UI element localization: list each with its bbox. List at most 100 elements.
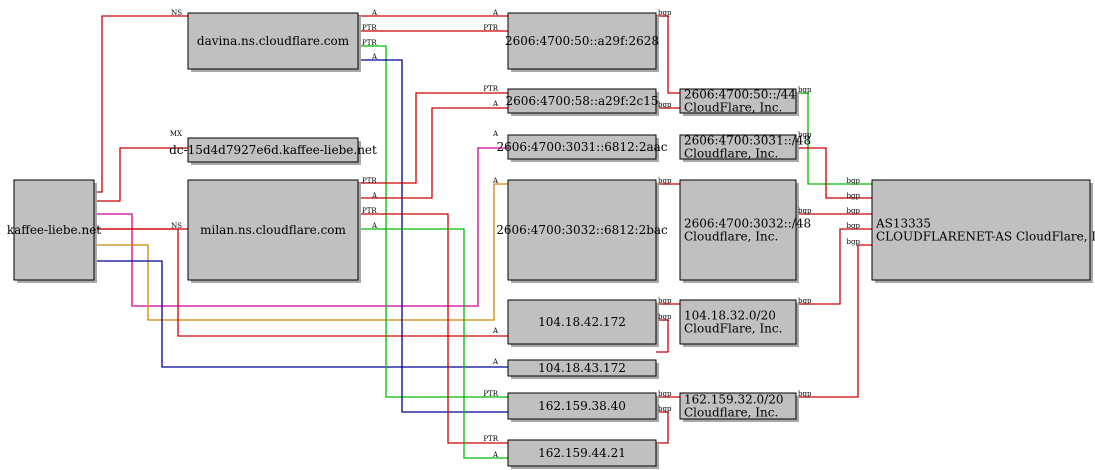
node-label-as-line0: AS13335 — [875, 217, 931, 231]
edge-44-net162-bgp — [656, 411, 669, 444]
edge-label-net104-as-bgp: bgp — [798, 297, 812, 305]
edge-label-net3031-as-bgp-end: bgp — [847, 192, 861, 200]
edge-label-davina-38-ptr: PTR — [362, 39, 377, 47]
edge-label-milan-2c15-a-end: A — [492, 100, 499, 108]
nodes-layer: kaffee-liebe.net davina.ns.cloudflare.com… — [7, 12, 1095, 469]
node-ip6_2628[interactable]: 2606:4700:50::a29f:2628 — [505, 12, 659, 72]
edge-label-net50-as-bgp: bgp — [798, 86, 812, 94]
edge-net50-as-bgp — [796, 92, 872, 185]
node-ip4_38[interactable]: 162.159.38.40 — [507, 392, 659, 422]
edge-label-davina-38-ptr-end: PTR — [483, 390, 498, 398]
edge-label-kaffee-milan-ns: NS — [171, 222, 182, 230]
node-ip6_2c15[interactable]: 2606:4700:58::a29f:2c15 — [505, 88, 659, 116]
node-box — [679, 299, 797, 345]
edge-label-davina-2628-a-end: A — [492, 9, 499, 17]
node-ip6_2bac[interactable]: 2606:4700:3032::6812:2bac — [496, 179, 668, 283]
node-label-net_3032-line0: 2606:4700:3032::/48 — [684, 217, 811, 231]
node-box — [871, 179, 1091, 281]
edge-kaffee-2bac-a — [94, 183, 508, 321]
edge-43-net104-bgp — [656, 319, 669, 353]
edge-label-kaffee-2aac-a: A — [492, 130, 499, 138]
node-label-net_104-line1: CloudFlare, Inc. — [684, 322, 782, 336]
edge-label-milan-2c15-ptr: PTR — [362, 177, 377, 185]
node-label-ip4_42: 104.18.42.172 — [538, 315, 626, 329]
edge-label-2c15-net50-bgp: bgp — [658, 101, 672, 109]
node-label-davina: davina.ns.cloudflare.com — [197, 34, 350, 48]
edge-label-net3032-as-bgp: bgp — [798, 207, 812, 215]
node-box — [507, 392, 657, 420]
node-box — [679, 179, 797, 281]
node-box — [507, 134, 657, 160]
edge-kaffee-davina-ns — [94, 15, 188, 193]
edge-label-kaffee-davina-ns: NS — [171, 9, 182, 17]
node-label-net_162-line0: 162.159.32.0/20 — [684, 393, 783, 407]
edge-label-38-net162-bgp: bgp — [658, 390, 672, 398]
edge-kaffee-42-a — [94, 228, 508, 337]
edge-label-milan-2c15-a: A — [371, 192, 378, 200]
edge-milan-2c15-a — [358, 107, 508, 199]
edge-milan-44-a — [358, 228, 508, 459]
edge-label-net104-as-bgp-end: bgp — [847, 222, 861, 230]
node-label-milan: milan.ns.cloudflare.com — [200, 223, 346, 237]
edge-label-42-net104-bgp: bgp — [658, 297, 672, 305]
edge-label-davina-2628-ptr: PTR — [362, 24, 377, 32]
edge-label-milan-44-a: A — [371, 222, 378, 230]
node-box — [507, 439, 657, 467]
edge-davina-38-ptr — [358, 45, 508, 398]
edge-milan-44-ptr — [358, 213, 508, 444]
edge-kaffee-2aac-a — [94, 147, 508, 307]
edge-kaffee-dc-mx — [94, 147, 188, 202]
edge-label-net162-as-bgp-end: bgp — [847, 238, 861, 246]
edge-label-kaffee-2bac-a: A — [492, 177, 499, 185]
node-dc[interactable]: dc-15d4d7927e6d.kaffee-liebe.net — [169, 137, 377, 165]
node-label-ip6_2bac: 2606:4700:3032::6812:2bac — [496, 223, 668, 237]
node-box — [187, 12, 359, 70]
node-label-ip6_2628: 2606:4700:50::a29f:2628 — [505, 34, 659, 48]
node-box — [13, 179, 95, 281]
node-label-ip4_38: 162.159.38.40 — [538, 399, 626, 413]
edge-label-2bac-net3032-bgp: bgp — [658, 177, 672, 185]
node-box — [507, 299, 657, 345]
edge-2628-net50-bgp — [656, 15, 680, 94]
edge-kaffee-43-a — [94, 260, 508, 368]
node-ip6_2aac[interactable]: 2606:4700:3031::6812:2aac — [496, 134, 668, 162]
node-davina[interactable]: davina.ns.cloudflare.com — [187, 12, 361, 72]
node-box — [187, 137, 359, 163]
node-box — [187, 179, 359, 281]
node-box — [507, 12, 657, 70]
node-label-net_50-line0: 2606:4700:50::/44 — [684, 88, 796, 102]
edge-label-net50-as-bgp-end: bgp — [847, 177, 861, 185]
node-kaffee[interactable]: kaffee-liebe.net — [7, 179, 101, 283]
node-ip4_42[interactable]: 104.18.42.172 — [507, 299, 659, 347]
node-box — [507, 88, 657, 114]
node-label-ip4_44: 162.159.44.21 — [538, 446, 626, 460]
edge-net104-as-bgp — [796, 228, 872, 305]
node-label-as-line1: CLOUDFLARENET-AS CloudFlare, Inc. — [876, 230, 1095, 244]
edge-label-davina-2628-a: A — [371, 9, 378, 17]
node-label-dc: dc-15d4d7927e6d.kaffee-liebe.net — [169, 143, 377, 157]
edge-label-net3032-as-bgp-end: bgp — [847, 207, 861, 215]
edge-label-kaffee-42-a: A — [492, 327, 499, 335]
node-milan[interactable]: milan.ns.cloudflare.com — [187, 179, 361, 283]
node-label-kaffee: kaffee-liebe.net — [7, 223, 101, 237]
node-box — [679, 134, 797, 160]
edge-davina-38-a — [358, 59, 508, 413]
edge-label-milan-44-ptr-end: PTR — [483, 435, 498, 443]
node-ip4_44[interactable]: 162.159.44.21 — [507, 439, 659, 469]
edge-label-milan-44-a-end: A — [492, 451, 499, 459]
node-label-net_3032-line1: Cloudflare, Inc. — [684, 230, 778, 244]
node-label-net_3031-line0: 2606:4700:3031::/48 — [684, 134, 811, 148]
edge-label-net162-as-bgp: bgp — [798, 390, 812, 398]
node-ip4_43[interactable]: 104.18.43.172 — [507, 359, 659, 379]
node-label-net_3031-line1: Cloudflare, Inc. — [684, 147, 778, 161]
node-label-net_162-line1: Cloudflare, Inc. — [684, 406, 778, 420]
edge-label-davina-38-a: A — [371, 53, 378, 61]
edge-net3031-as-bgp — [796, 147, 872, 199]
